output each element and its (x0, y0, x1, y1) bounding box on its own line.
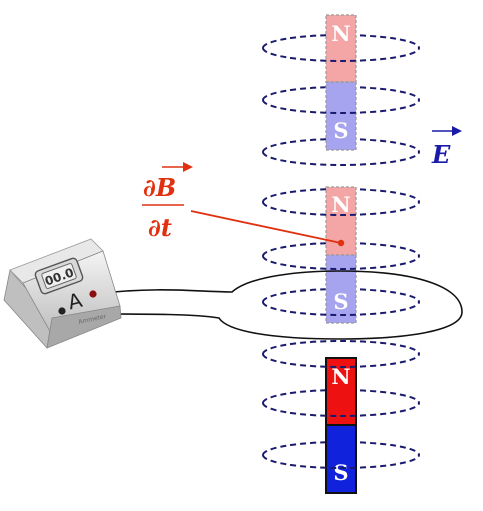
magnet-top: N S (325, 14, 357, 151)
ammeter-terminal-left (58, 307, 66, 315)
field-loop-front-2 (262, 99, 420, 114)
magnets: N S N S N S (325, 14, 357, 494)
wire-coil (93, 270, 463, 340)
rate-vector-arrowhead (183, 162, 193, 172)
magnet-middle-south (325, 254, 357, 324)
field-label: E (431, 126, 462, 169)
magnet-middle-north-label: N (331, 192, 350, 217)
field-loop-back-7 (262, 340, 420, 355)
field-loop-front-9 (262, 454, 420, 469)
field-loop-front-4 (262, 201, 420, 216)
ammeter-display-screen (41, 263, 77, 289)
field-label-text: E (431, 140, 451, 169)
rate-numerator: ∂B (143, 173, 176, 202)
field-loop-front-7 (262, 353, 420, 368)
rate-leader-line (190, 210, 342, 244)
field-loop-front-5 (262, 255, 420, 270)
ammeter-terminal-right (89, 290, 97, 298)
magnet-top-south (325, 81, 357, 151)
magnet-bottom-north-label: N (331, 364, 350, 389)
ammeter-unit-group: A (65, 288, 84, 315)
field-loops-front (262, 47, 420, 469)
magnet-bottom-south-label: S (333, 460, 348, 485)
magnet-bottom-south (325, 424, 357, 494)
ammeter: 00.0 A Ammeter (3, 238, 122, 349)
field-loop-front-8 (262, 402, 420, 417)
magnet-bottom-north (325, 357, 357, 426)
ammeter-unit: A (65, 288, 84, 315)
magnet-bottom: N S (325, 357, 357, 494)
magnet-top-north-label: N (331, 21, 350, 46)
magnet-middle-south-label: S (333, 289, 348, 314)
field-vector-arrowhead (452, 126, 462, 136)
magnet-middle: N S (325, 186, 357, 324)
ammeter-front (46, 305, 122, 349)
field-loop-front-1 (262, 47, 420, 62)
magnet-top-south-label: S (333, 118, 348, 143)
rate-label: ∂B ∂t (142, 162, 342, 244)
rate-denominator: ∂t (148, 213, 172, 242)
ammeter-display-group: 00.0 (34, 257, 84, 295)
field-loop-front-3 (262, 151, 420, 166)
field-loop-front-6 (262, 301, 420, 316)
